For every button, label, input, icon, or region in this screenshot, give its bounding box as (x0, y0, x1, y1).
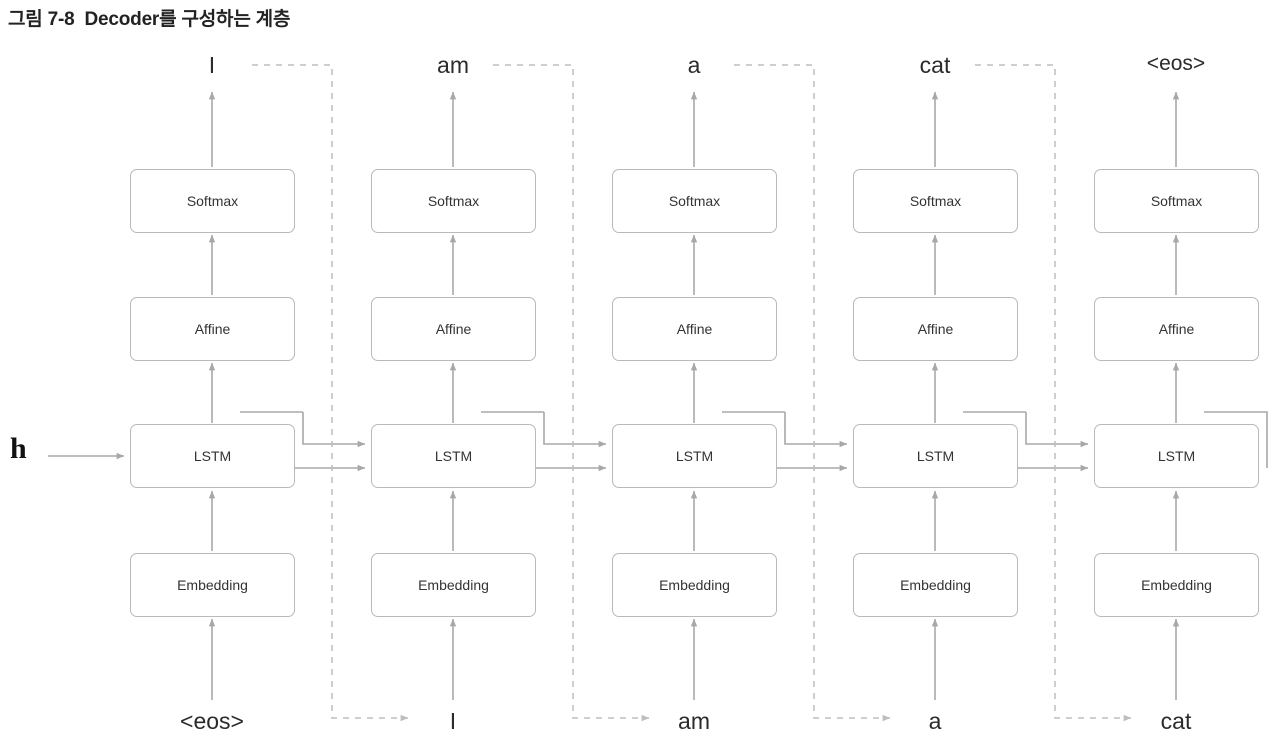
figure-title: Decoder를 구성하는 계층 (84, 9, 291, 30)
output-token-5: <eos> (1146, 52, 1206, 75)
affine-layer-3: Affine (612, 297, 777, 361)
embedding-layer-3: Embedding (612, 553, 777, 617)
lstm-layer-4: LSTM (853, 424, 1018, 488)
lstm-layer-5: LSTM (1094, 424, 1259, 488)
softmax-layer-1: Softmax (130, 169, 295, 233)
embedding-layer-4: Embedding (853, 553, 1018, 617)
lstm-layer-1: LSTM (130, 424, 295, 488)
figure-number: 그림 7-8 (8, 9, 75, 30)
input-token-2: I (449, 708, 457, 734)
softmax-layer-3: Softmax (612, 169, 777, 233)
output-token-1: I (208, 52, 216, 78)
softmax-layer-2: Softmax (371, 169, 536, 233)
lstm-layer-3: LSTM (612, 424, 777, 488)
input-token-3: am (678, 708, 710, 734)
hidden-state-label: h (10, 432, 27, 465)
affine-layer-1: Affine (130, 297, 295, 361)
embedding-layer-5: Embedding (1094, 553, 1259, 617)
input-token-1: <eos> (180, 708, 244, 734)
affine-layer-4: Affine (853, 297, 1018, 361)
output-token-4: cat (919, 52, 951, 78)
input-token-5: cat (1160, 708, 1192, 734)
figure-caption: 그림 7-8 Decoder를 구성하는 계층 (8, 4, 290, 31)
softmax-layer-4: Softmax (853, 169, 1018, 233)
embedding-layer-2: Embedding (371, 553, 536, 617)
embedding-layer-1: Embedding (130, 553, 295, 617)
output-token-3: a (687, 52, 701, 78)
softmax-layer-5: Softmax (1094, 169, 1259, 233)
output-token-2: am (437, 52, 469, 78)
input-token-4: a (928, 708, 942, 734)
lstm-layer-2: LSTM (371, 424, 536, 488)
affine-layer-5: Affine (1094, 297, 1259, 361)
affine-layer-2: Affine (371, 297, 536, 361)
